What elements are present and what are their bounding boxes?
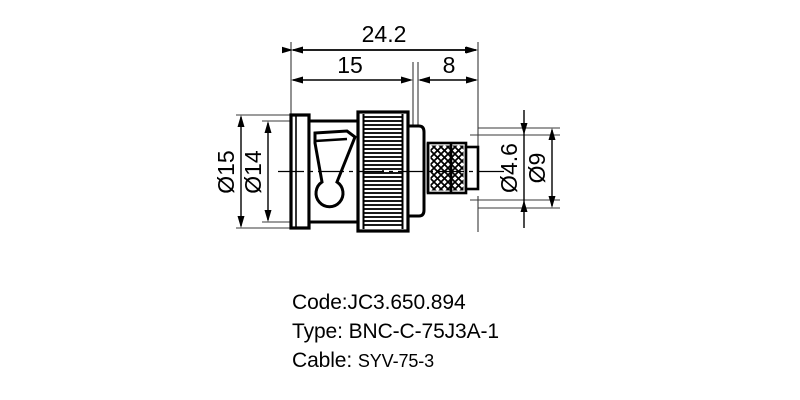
dimension-flange-diameter: Ø15 [213,115,245,228]
spec-type-value: BNC-C-75J3A-1 [348,320,500,343]
dimension-ferrule-outer-diameter: Ø9 [524,128,556,208]
bayonet-slot [313,129,357,209]
specification-block: Code:JC3.650.894 Type: BNC-C-75J3A-1 Cab… [292,288,712,376]
spec-code-label: Code: [292,291,348,314]
dimension-label-flange-diameter: Ø15 [213,150,239,193]
witness-lines-horizontal [236,114,560,229]
dimension-ferrule-inner-diameter: Ø4.6 [496,110,528,228]
dimension-label-ferrule-inner-diameter: Ø4.6 [496,143,522,193]
dimension-label-ferrule-outer-diameter: Ø9 [524,153,550,184]
spec-code-value: JC3.650.894 [347,291,466,314]
dimension-body-length: 15 [291,52,413,84]
spec-line-type: Type: BNC-C-75J3A-1 [292,317,712,346]
dimension-body-diameter: Ø14 [240,121,272,222]
dimension-label-ferrule-length: 8 [443,52,456,78]
dimension-label-body-diameter: Ø14 [240,150,266,194]
spec-line-code: Code:JC3.650.894 [292,288,712,317]
dimension-overall-length: 24.2 [282,21,478,54]
spec-type-label: Type: [292,320,349,343]
spec-line-cable: Cable: SYV-75-3 [292,346,712,376]
dimension-label-overall-length: 24.2 [362,21,407,47]
spec-cable-value: SYV-75-3 [357,351,435,371]
dimension-label-body-length: 15 [337,52,363,78]
spec-cable-label: Cable: [292,349,358,372]
dimension-ferrule-length: 8 [418,52,478,84]
